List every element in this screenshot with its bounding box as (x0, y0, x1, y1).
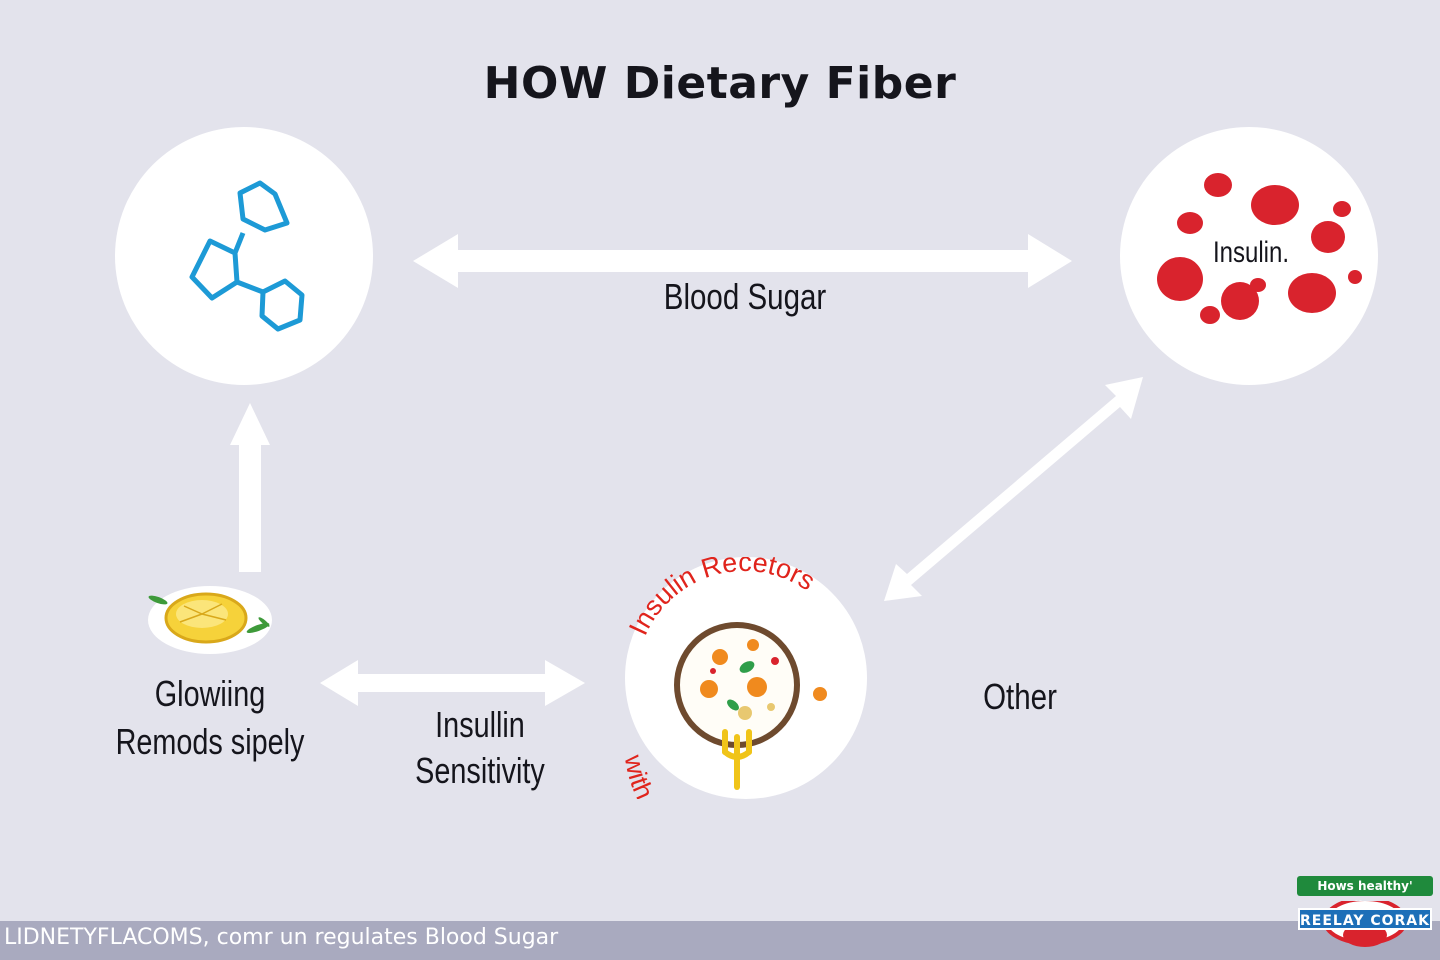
arrow-sensitivity (320, 660, 585, 706)
logo-top-text: Hows healthy' Fiber. (1297, 876, 1433, 913)
lemon-icon (148, 586, 272, 654)
receptor-circle: Insulin Recetors with Insulin Recetors C… (619, 547, 867, 880)
glowing-line-2: Remods sipely (115, 721, 305, 762)
food-bowl-icon: Insulin Recetors with Insulin Recetors C… (619, 547, 861, 880)
diagram-title: HOW Dietary Fiber (483, 58, 957, 109)
arrow-blood-sugar (413, 234, 1072, 288)
footer-bar: LIDNETYFLACOMS, comr un regulates Blood … (0, 921, 1440, 960)
sensitivity-label: Insullin Sensitivity (384, 702, 576, 794)
glowing-label: Glowiing Remods sipely (106, 670, 314, 766)
molecule-circle (115, 127, 373, 385)
brand-logo: Hows healthy' Fiber. REELAY CORAK (1294, 873, 1436, 955)
arrow-vertical-left (230, 403, 270, 572)
fork-icon (722, 729, 752, 790)
sensitivity-line-1: Insullin (435, 704, 525, 745)
blood-sugar-label: Blood Sugar (663, 276, 827, 317)
logo-bottom-text: REELAY CORAK (1298, 908, 1432, 930)
sensitivity-line-2: Sensitivity (415, 750, 545, 791)
other-label: Other (983, 676, 1057, 717)
footer-text: LIDNETYFLACOMS, comr un regulates Blood … (4, 925, 559, 950)
insulin-blobs-icon (1157, 173, 1362, 324)
insulin-label: Insulin. (1212, 236, 1290, 269)
insulin-circle (1120, 127, 1378, 385)
molecule-icon (189, 180, 305, 332)
glowing-line-1: Glowiing (154, 673, 266, 714)
arrow-diagonal (884, 377, 1143, 601)
